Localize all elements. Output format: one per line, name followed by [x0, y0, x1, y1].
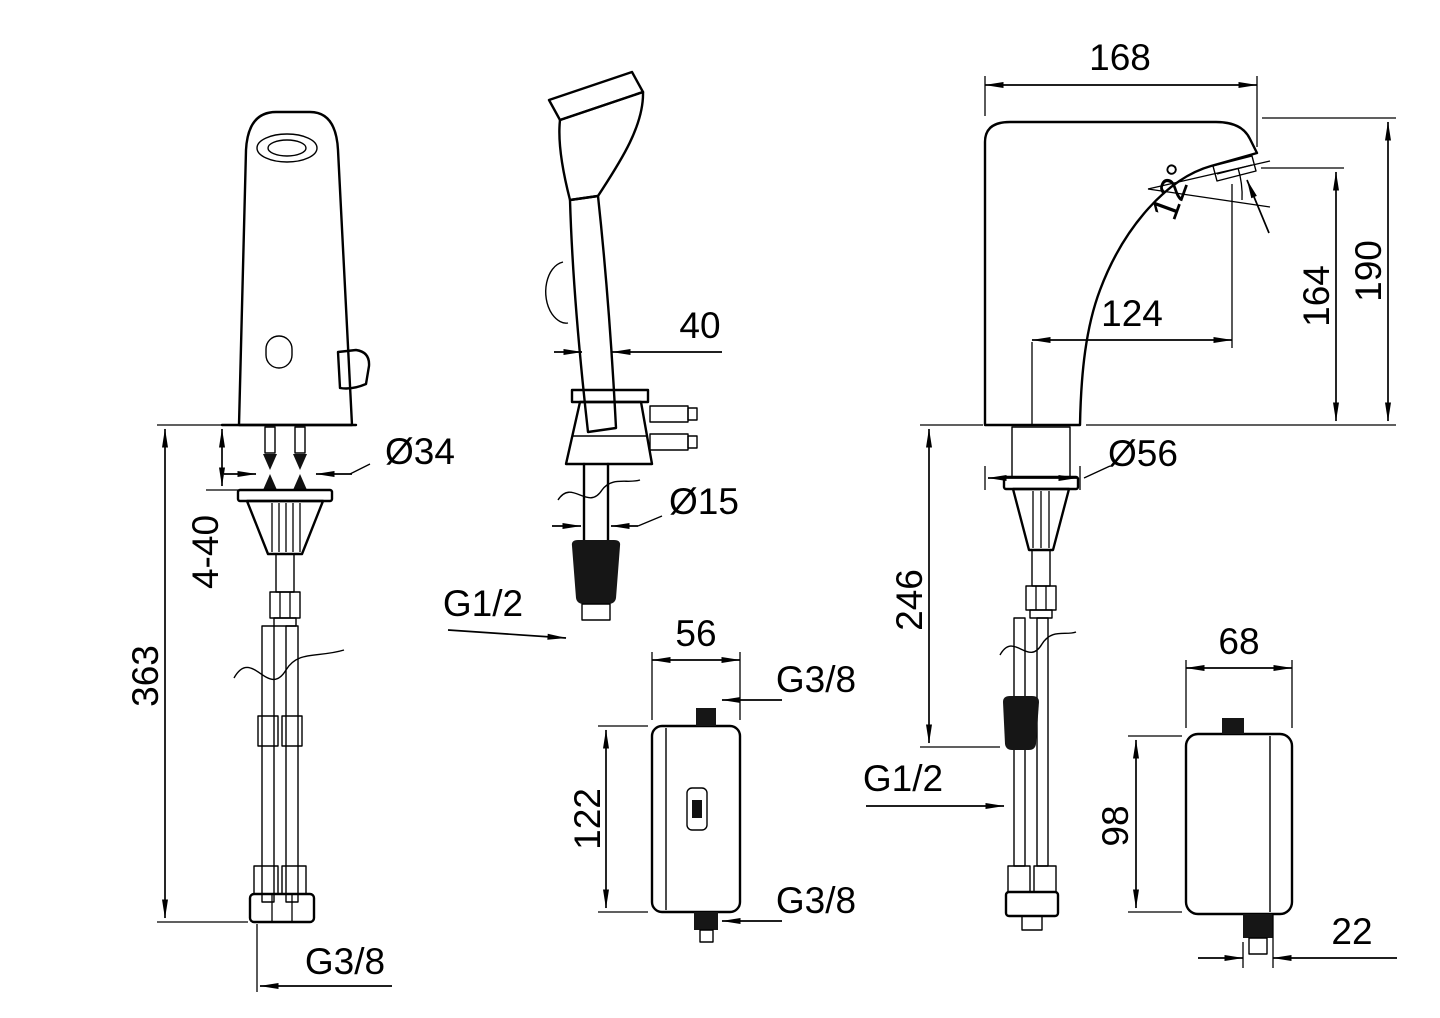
- box-bottom-connector: [694, 912, 718, 930]
- escutcheon-cone: [1011, 487, 1071, 552]
- leader-g12: [447, 629, 567, 640]
- dim-label-box-thread-bottom: G3/8: [776, 880, 856, 921]
- dim-label-holder-width: 40: [679, 305, 720, 346]
- dim-label-side-box-height: 98: [1095, 805, 1136, 846]
- nipple-cap: [687, 435, 698, 449]
- supply-hose: [261, 625, 275, 903]
- mounting-stud: [264, 426, 276, 454]
- dim-label-deck-range: 4-40: [185, 515, 226, 589]
- end-nut: [1033, 865, 1057, 893]
- dim-label-spray-thread: G1/2: [443, 583, 523, 624]
- hose-nut: [1003, 696, 1039, 750]
- dim-label-hose-diameter: Ø15: [669, 481, 739, 522]
- spout-mouth-outer: [256, 133, 318, 163]
- hose-nut: [571, 540, 621, 604]
- dim-label-shank-diameter: Ø34: [385, 431, 455, 472]
- clamp-arrow-up-icon: [293, 474, 307, 490]
- spray-head: [558, 90, 645, 202]
- break-line: [999, 631, 1077, 656]
- thread-stub: [1021, 915, 1043, 931]
- hose-nipple: [649, 405, 689, 423]
- box-bottom-nipple: [699, 929, 714, 943]
- mounting-stud: [294, 426, 306, 454]
- valve-stem: [275, 553, 295, 593]
- hex-nut: [1025, 585, 1057, 611]
- escutcheon-cone: [245, 499, 325, 556]
- front-view: 363 4-40 Ø34 G3/8: [125, 110, 455, 992]
- hex-nut: [269, 591, 301, 619]
- dim-label-side-box-width: 68: [1218, 621, 1259, 662]
- box-bottom-nipple: [1248, 937, 1268, 955]
- side-control-box: 68 98 22: [1095, 621, 1397, 968]
- hose-connector: [281, 715, 303, 747]
- holder-body: [564, 400, 654, 466]
- dim-label-spout-height: 164: [1296, 265, 1337, 327]
- end-fitting: [248, 892, 316, 924]
- side-view: 12° 168 190 164 124 Ø56 246: [863, 37, 1397, 968]
- dim-label-base-diameter: Ø56: [1108, 433, 1178, 474]
- aerator: [1212, 155, 1257, 182]
- control-box: [1184, 732, 1294, 916]
- dim-label-box-width: 56: [675, 613, 716, 654]
- dim-label-side-thread: G1/2: [863, 758, 943, 799]
- spout-mouth-inner: [267, 139, 307, 157]
- box-switch-slot: [692, 800, 702, 818]
- side-lever: [336, 348, 371, 390]
- box-top-button: [1222, 718, 1244, 734]
- spray-control-box: 56 G3/8 122 G3/8: [567, 613, 856, 943]
- collar: [273, 617, 297, 627]
- valve-stem: [1031, 549, 1051, 587]
- hose-connector: [257, 715, 279, 747]
- hand-spray-view: 40 Ø15 G1/2 56 G3/8: [443, 70, 856, 943]
- clamp-arrow-down-icon: [263, 454, 277, 470]
- faucet-body-front: [237, 110, 354, 427]
- box-bottom-connector: [1243, 914, 1273, 938]
- clamp-arrow-up-icon: [263, 474, 277, 490]
- box-top-connector: [696, 708, 716, 726]
- dim-label-front-height: 363: [125, 645, 166, 707]
- end-nut: [1007, 865, 1031, 893]
- escutcheon-flange: [236, 488, 334, 503]
- dim-label-spout-reach: 124: [1101, 293, 1163, 334]
- dim-label-below-deck: 246: [889, 569, 930, 631]
- holder-hook: [545, 261, 569, 324]
- break-line: [233, 649, 345, 681]
- nipple-cap: [687, 407, 698, 421]
- shank: [1011, 426, 1071, 478]
- hose-nipple: [649, 433, 689, 451]
- collar: [1029, 609, 1053, 619]
- break-line: [557, 479, 641, 501]
- supply-hose: [1036, 617, 1049, 867]
- angle-arc: [1237, 167, 1243, 201]
- dim-label-side-height-total: 190: [1348, 240, 1389, 302]
- faucet-body-side: [983, 120, 1259, 427]
- box-switch: [686, 787, 708, 831]
- end-fitting: [1004, 890, 1060, 918]
- dim-label-spout-length: 168: [1089, 37, 1151, 78]
- dim-label-spout-angle: 12°: [1143, 158, 1201, 225]
- spray-handle: [568, 194, 618, 434]
- thread-stub: [581, 603, 611, 621]
- dim-label-box-height: 122: [567, 788, 608, 850]
- sensor-window: [265, 335, 293, 369]
- dim-label-connector-width: 22: [1331, 911, 1372, 952]
- control-box: [650, 724, 742, 914]
- dim-label-box-thread-top: G3/8: [776, 659, 856, 700]
- dim-label-front-thread: G3/8: [305, 941, 385, 982]
- clamp-arrow-down-icon: [293, 454, 307, 470]
